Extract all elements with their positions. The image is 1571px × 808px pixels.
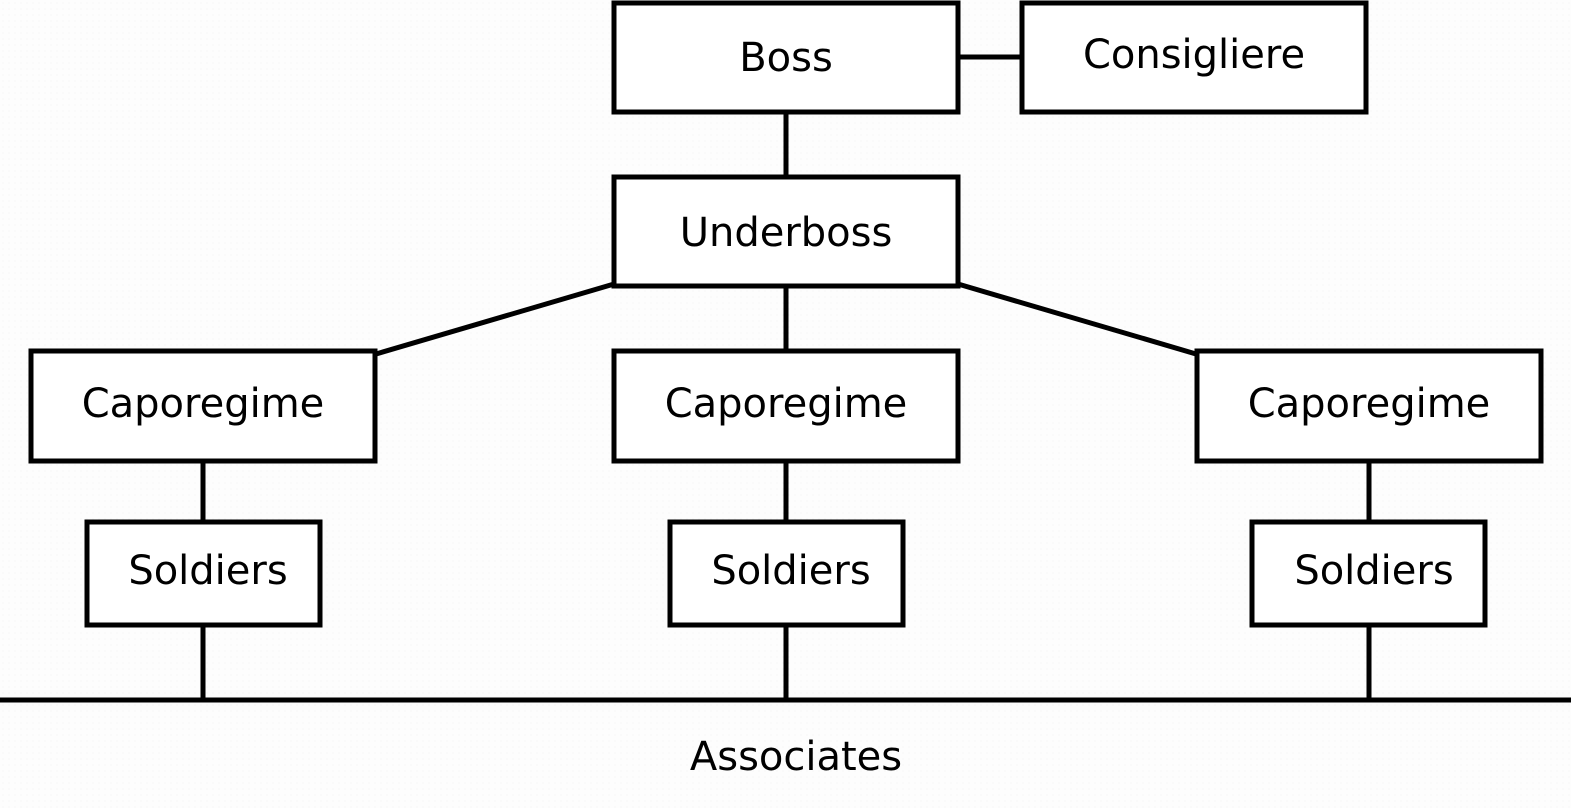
node-underboss-label: Underboss: [680, 210, 893, 256]
node-soldiers-center-label: Soldiers: [711, 548, 870, 594]
node-boss: Boss: [611, 0, 961, 115]
node-soldiers-left: Soldiers: [84, 519, 323, 628]
node-underboss: Underboss: [611, 174, 961, 289]
node-caporegime-left: Caporegime: [28, 348, 378, 464]
node-soldiers-left-label: Soldiers: [128, 548, 287, 594]
node-consigliere-label: Consigliere: [1083, 32, 1305, 78]
node-caporegime-left-label: Caporegime: [82, 381, 325, 427]
node-consigliere-box: [1019, 0, 1369, 115]
node-caporegime-center-box: [611, 348, 961, 464]
connector-underboss-caporegime-right: [957, 281, 1197, 357]
node-consigliere: Consigliere: [1019, 0, 1369, 115]
node-boss-box: [611, 0, 961, 115]
node-caporegime-right-box: [1194, 348, 1544, 464]
node-soldiers-left-box: [84, 519, 323, 628]
associates-label: Associates: [690, 734, 902, 780]
node-soldiers-center: Soldiers: [667, 519, 906, 628]
node-underboss-box: [611, 174, 961, 289]
node-soldiers-right-label: Soldiers: [1294, 548, 1453, 594]
node-caporegime-left-box: [28, 348, 378, 464]
connectors: [0, 54, 1571, 703]
connector-underboss-caporegime-left: [375, 281, 615, 357]
node-boss-label: Boss: [739, 35, 833, 81]
node-caporegime-center: Caporegime: [611, 348, 961, 464]
node-caporegime-center-label: Caporegime: [665, 381, 908, 427]
node-caporegime-right: Caporegime: [1194, 348, 1544, 464]
node-caporegime-right-label: Caporegime: [1248, 381, 1491, 427]
node-soldiers-right: Soldiers: [1249, 519, 1488, 628]
node-soldiers-right-box: [1249, 519, 1488, 628]
node-soldiers-center-box: [667, 519, 906, 628]
